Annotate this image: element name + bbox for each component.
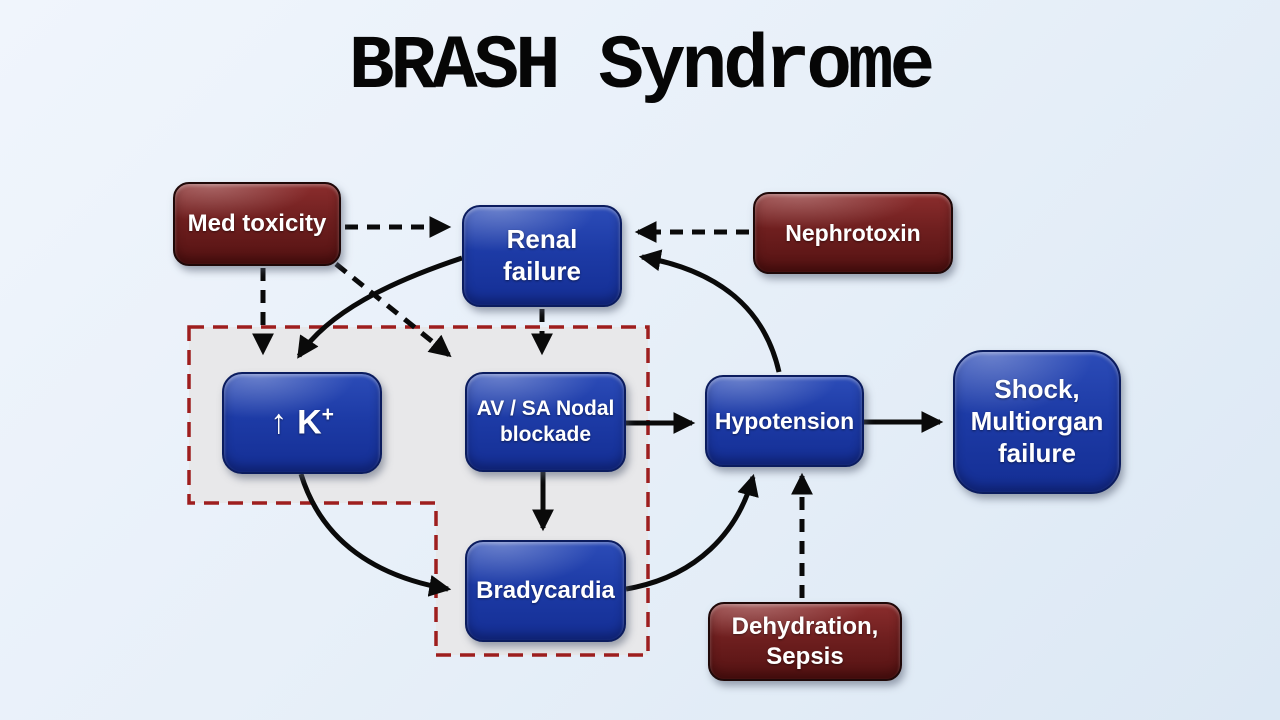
node-med-toxicity: Med toxicity (173, 182, 341, 266)
node-dehydration-sepsis: Dehydration,Sepsis (708, 602, 902, 681)
node-hyperkalemia: ↑K+ (222, 372, 382, 474)
node-bradycardia: Bradycardia (465, 540, 626, 642)
edge-bradycardia-to-hypotension-arrow (625, 473, 759, 592)
node-dehydration-sepsis-label: Dehydration,Sepsis (731, 613, 879, 670)
increase-arrow-icon: ↑ (270, 403, 288, 442)
edge-med-toxicity-to-avsa-arrow (334, 262, 452, 358)
edge-renal-failure-to-hyperkalemia-arrow (296, 255, 463, 359)
node-hypotension: Hypotension (705, 375, 864, 467)
node-bradycardia-label: Bradycardia (476, 577, 615, 605)
edge-hyperkalemia-to-bradycardia-arrow (298, 473, 452, 597)
node-hypotension-label: Hypotension (714, 407, 855, 434)
node-nephrotoxin-label: Nephrotoxin (785, 219, 921, 246)
potassium-plus-superscript: + (321, 403, 334, 427)
node-nephrotoxin: Nephrotoxin (753, 192, 953, 274)
node-med-toxicity-label: Med toxicity (187, 210, 327, 238)
node-hyperkalemia-label: ↑K+ (270, 402, 334, 444)
page-title: BRASH Syndrome (348, 24, 936, 110)
edge-hypotension-to-renal-failure-arrow (638, 249, 782, 373)
potassium-symbol: K (297, 403, 322, 442)
